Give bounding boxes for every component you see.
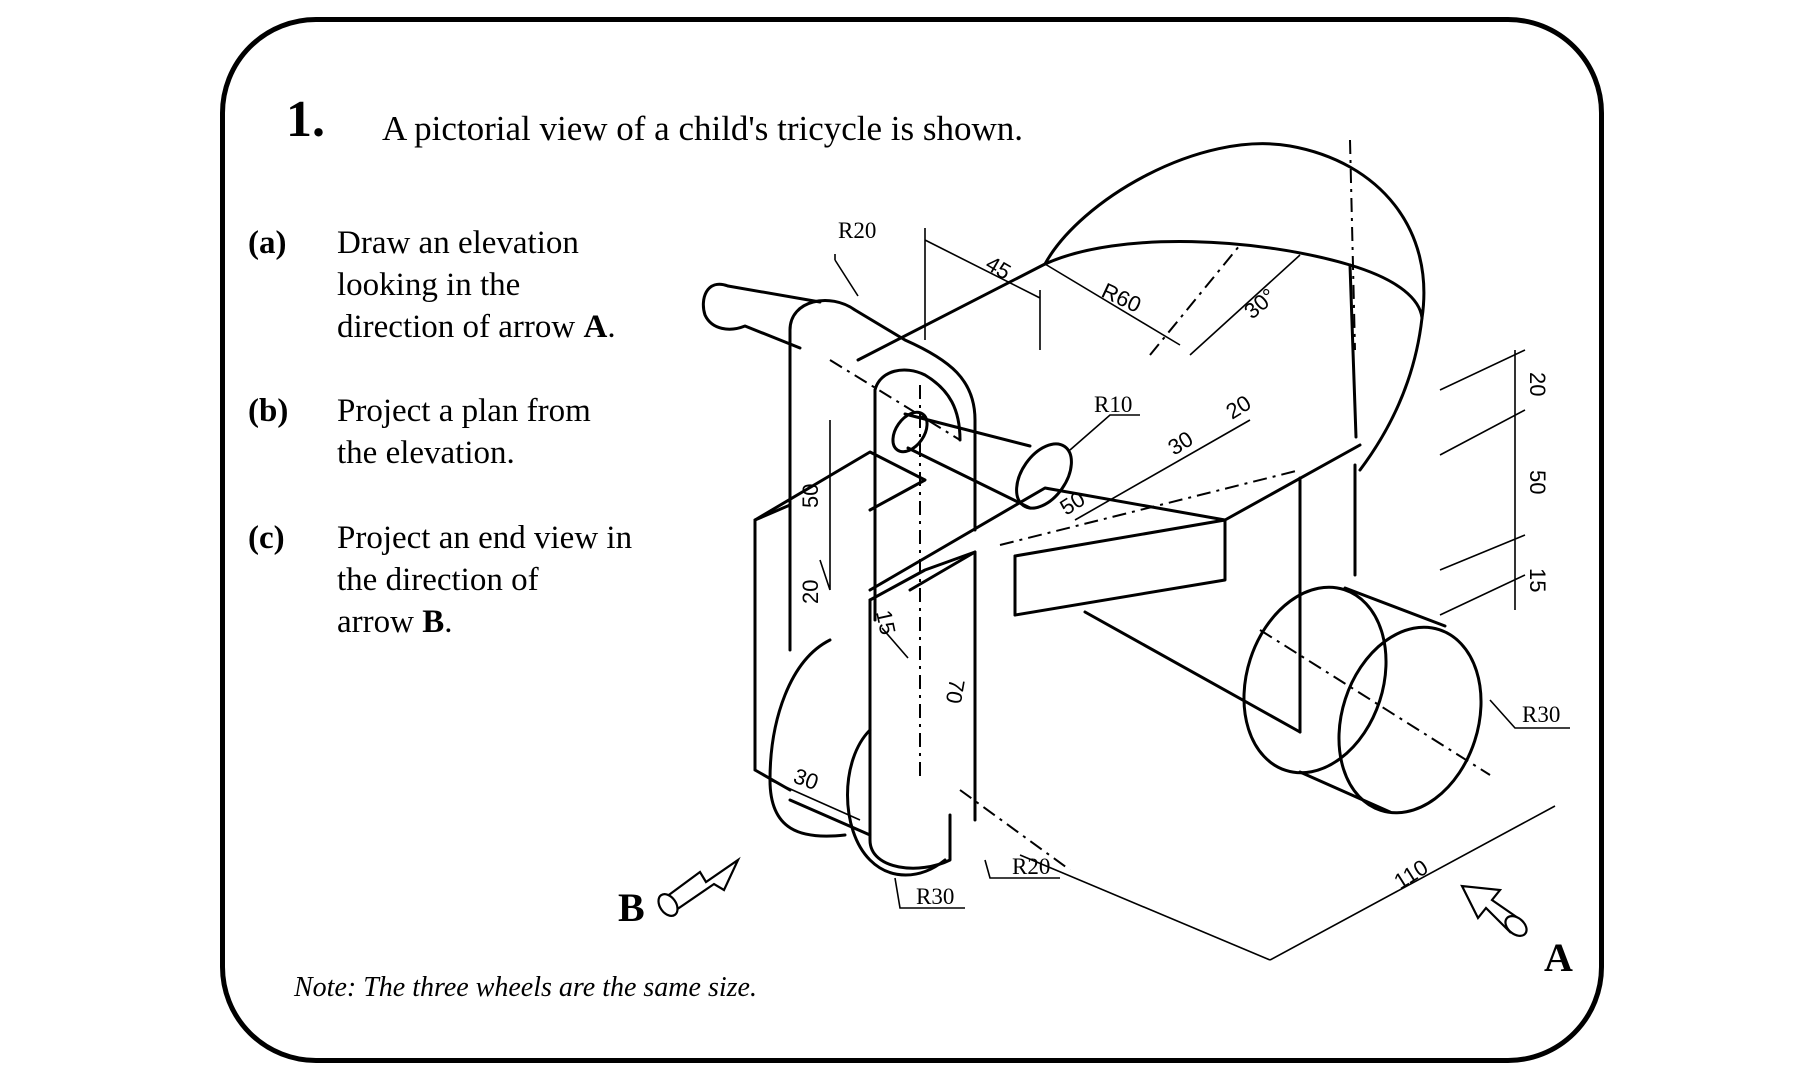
dim-50-post: 50 [798, 484, 823, 508]
seat-rim [1348, 263, 1358, 439]
seat-inner-edge [1043, 240, 1424, 320]
part-c-emph: B [422, 604, 445, 640]
dim-r20-bottom: R20 [1012, 854, 1050, 879]
part-c-tail: . [444, 604, 453, 640]
part-c-label: (c) [248, 520, 285, 556]
rear-wheel-top [1343, 586, 1447, 628]
dim-line-50-20-post [819, 420, 831, 591]
dim-r30-bottom: R30 [916, 884, 954, 909]
dim-110: 110 [1389, 854, 1432, 894]
handlebar-left-top [726, 284, 822, 304]
dim-line-30-wheel [769, 779, 861, 821]
frame-side [1013, 518, 1227, 617]
arrow-a-icon [1460, 884, 1528, 937]
dim-20-mid: 20 [1221, 390, 1255, 424]
part-a-tail: . [607, 309, 616, 345]
arrow-b-icon [657, 856, 741, 917]
note-text: Note: The three wheels are the same size… [294, 972, 757, 1003]
dim-line-r30-bottom [894, 877, 965, 909]
part-c-line-2: the direction of [337, 562, 539, 598]
part-a-text: Draw an elevation looking in the directi… [337, 222, 677, 348]
part-a-line-1: Draw an elevation [337, 225, 579, 261]
handlebar-right [903, 412, 1032, 510]
stem-inner [873, 368, 962, 442]
centre-line-handle [829, 359, 1301, 546]
dim-line-r10-leader [1069, 414, 1140, 451]
dim-15-post: 15 [871, 608, 901, 637]
part-a-label: (a) [248, 225, 287, 261]
dim-r60: R60 [1098, 278, 1145, 318]
dim-line-15-post [881, 627, 909, 659]
fork-plate-front [868, 598, 952, 870]
rear-wheel-back [1242, 585, 1388, 775]
part-c-line-1: Project an end view in [337, 520, 633, 556]
ground-line [1083, 610, 1302, 734]
dim-30-mid: 30 [1163, 426, 1197, 460]
seat-outline [1043, 142, 1426, 472]
dim-r20-top: R20 [838, 218, 876, 243]
rear-post [1298, 463, 1357, 734]
arrow-b-label: B [618, 885, 645, 930]
dim-angle-30: 30° [1239, 283, 1281, 324]
centre-line-seat [1149, 139, 1356, 356]
dim-r10: R10 [1094, 392, 1132, 417]
fork-top [868, 550, 977, 602]
part-b-line-1: Project a plan from [337, 393, 591, 429]
part-b-label: (b) [248, 393, 289, 429]
dim-line-r20-bottom [984, 859, 1060, 879]
rear-wheel-front [1337, 625, 1483, 815]
dim-50-right: 50 [1525, 470, 1550, 494]
dim-45: 45 [982, 251, 1016, 285]
front-wheel-front [846, 728, 947, 877]
question-text: A pictorial view of a child's tricycle i… [382, 109, 1024, 148]
dim-line-r20-top [834, 254, 859, 297]
dim-20-right: 20 [1525, 372, 1550, 396]
centre-line-fork [919, 385, 1071, 871]
dim-line-right-vert [1439, 349, 1526, 616]
dim-20-post: 20 [798, 580, 823, 604]
part-a-line-2: looking in the [337, 267, 521, 303]
dim-line-r60 [1044, 263, 1181, 346]
frame-spine [856, 262, 1047, 362]
part-b-text: Project a plan from the elevation. [337, 390, 677, 474]
dim-line-110-ext-a [1019, 854, 1271, 961]
dim-70: 70 [941, 677, 970, 705]
dim-line-r30-right [1489, 699, 1570, 729]
part-a-emph: A [583, 309, 608, 345]
question-number: 1. [286, 91, 325, 148]
part-b-line-2: the elevation. [337, 435, 515, 471]
dim-line-110 [1269, 805, 1556, 961]
fork-top-left [753, 450, 927, 522]
arrow-a-label: A [1544, 935, 1573, 980]
frame-top [868, 443, 1362, 592]
handlebar-right-inner [891, 410, 929, 454]
stem-left [788, 298, 977, 532]
front-wheel-axis [788, 798, 872, 837]
dim-line-45 [924, 228, 1041, 350]
handlebar-left [701, 282, 802, 350]
dim-line-30deg [1189, 254, 1301, 356]
part-a-line-3: direction of arrow [337, 309, 584, 345]
part-c-line-3: arrow [337, 604, 423, 640]
dim-line-30-20-mid [1074, 419, 1251, 521]
dim-15-right: 15 [1525, 568, 1550, 592]
dim-r30-right: R30 [1522, 702, 1560, 727]
part-c-text: Project an end view in the direction of … [337, 517, 677, 643]
question-frame [220, 17, 1604, 1063]
rear-wheel-bottom [1298, 770, 1392, 814]
